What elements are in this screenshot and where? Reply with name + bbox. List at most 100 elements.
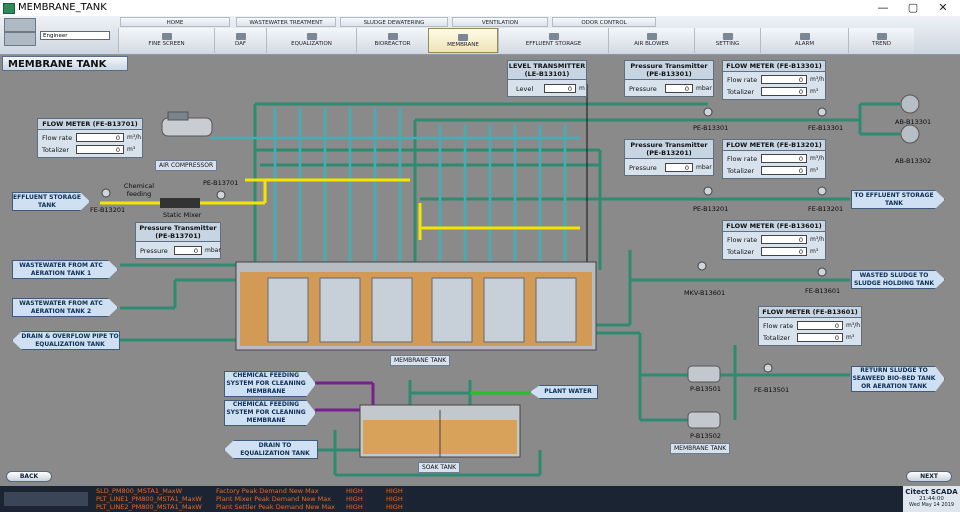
pt13201-unit: mbar	[696, 164, 712, 171]
label-fe13201: FE-B13201	[808, 205, 844, 213]
nav-equalization-label: EQUALIZATION	[291, 41, 332, 47]
pt13701-title: Pressure Transmitter(PE-B13701)	[136, 223, 220, 242]
nav-equalization[interactable]: EQUALIZATION	[266, 28, 356, 53]
minimize-button[interactable]: —	[877, 1, 889, 14]
flow-meter-fe13601b-panel: FLOW METER (FE-B13601) Flow rate 0 m³/h …	[758, 306, 862, 346]
alarm-toolbar-icons[interactable]	[4, 492, 88, 506]
green-pipes	[120, 102, 900, 477]
level-tx-unit: m	[579, 85, 585, 92]
nav-trend[interactable]: TREND	[848, 28, 914, 53]
nav-home[interactable]: HOME	[120, 17, 230, 27]
nav-alarm[interactable]: ALARM	[760, 28, 848, 53]
fm13601b-tot-unit: m³	[846, 334, 855, 341]
arrow-drain-to-equalization[interactable]: DRAIN TO EQUALIZATION TANK	[224, 440, 318, 459]
label-p13501: P-B13501	[690, 385, 722, 393]
cyan-pipes	[210, 108, 580, 270]
level-tx-label: Level	[516, 85, 534, 93]
nav-fine-screen[interactable]: FINE SCREEN	[118, 28, 214, 53]
alarm-1-state: HIGH	[386, 487, 403, 495]
back-button[interactable]: BACK	[6, 471, 52, 482]
pt13701-unit: mbar	[205, 247, 221, 254]
fm13601-title: FLOW METER (FE-B13601)	[723, 221, 825, 232]
arrow-chemical-feeding-2[interactable]: CHEMICAL FEEDING SYSTEM FOR CLEANING MEM…	[224, 400, 316, 426]
instrument-icons	[101, 107, 827, 373]
level-tx-value: 0	[544, 84, 576, 93]
fm13701-tot-unit: m³	[127, 146, 136, 153]
nav-wastewater-treatment[interactable]: WASTEWATER TREATMENT	[236, 17, 336, 27]
nav-ventilation[interactable]: VENTILATION	[452, 17, 548, 27]
static-mixer	[160, 198, 200, 208]
fm13301-title: FLOW METER (FE-B13301)	[723, 61, 825, 72]
arrow-drain-overflow[interactable]: DRAIN & OVERFLOW PIPE TO EQUALIZATION TA…	[12, 331, 120, 350]
arrow-to-effluent-storage[interactable]: TO EFFLUENT STORAGE TANK	[851, 190, 945, 209]
close-button[interactable]: ✕	[938, 1, 948, 14]
bioreactor-icon	[387, 33, 398, 40]
fm13601-tot-label: Totalizer	[727, 248, 755, 256]
level-tx-title-text: LEVEL TRANSMITTER	[508, 62, 586, 70]
alarm-1-tag: SLD_PM800_MSTA1_MaxW	[96, 487, 183, 495]
user-field[interactable]: Engineer	[40, 31, 110, 40]
pump-p13502-icon	[687, 411, 721, 429]
alarm-row-1[interactable]: SLD_PM800_MSTA1_MaxW Factory Peak Demand …	[96, 487, 403, 495]
pressure-transmitter-pe13301-panel: Pressure Transmitter(PE-B13301) Pressure…	[624, 60, 714, 97]
fm13301-tot-value: 0	[761, 87, 807, 96]
nav-air-blower-label: AIR BLOWER	[634, 41, 669, 47]
fm13301-tot-label: Totalizer	[727, 88, 755, 96]
fm13601b-tot-value: 0	[797, 333, 843, 342]
alarm-3-tag: PLT_LINE2_PM800_MSTA1_MaxW	[96, 503, 202, 511]
nav-membrane-label: MEMBRANE	[447, 42, 479, 48]
label-chemical-feeding: Chemical feeding	[123, 182, 155, 198]
fm13701-flow-label: Flow rate	[42, 134, 73, 142]
brand-logo: Citect SCADA	[905, 488, 958, 496]
fm13601b-flow-label: Flow rate	[763, 322, 794, 330]
arrow-chemical-feeding-1[interactable]: CHEMICAL FEEDING SYSTEM FOR CLEANING MEM…	[224, 371, 316, 397]
pt13301-value: 0	[665, 84, 693, 93]
air-compressor-label: AIR COMPRESSOR	[155, 160, 218, 171]
nav-membrane[interactable]: MEMBRANE	[428, 28, 498, 53]
setting-icon	[722, 33, 733, 40]
label-fe13201b: FE-B13201	[90, 206, 126, 214]
fm13601b-flow-value: 0	[797, 321, 843, 330]
arrow-wastewater-tank1[interactable]: WASTEWATER FROM ATC AERATION TANK 1	[12, 260, 118, 279]
maximize-button[interactable]: ▢	[907, 1, 919, 14]
nav-setting[interactable]: SETTING	[694, 28, 760, 53]
pt13701-label: Pressure	[140, 247, 168, 255]
fm13601-flow-label: Flow rate	[727, 236, 758, 244]
nav-effluent-storage[interactable]: EFFLUENT STORAGE	[498, 28, 608, 53]
settings-icon[interactable]	[4, 32, 36, 46]
fm13301-flow-value: 0	[761, 75, 807, 84]
nav-daf[interactable]: DAF	[214, 28, 266, 53]
nav-bioreactor[interactable]: BIOREACTOR	[356, 28, 428, 53]
air-compressor-motor	[167, 111, 189, 121]
app-icon	[3, 3, 15, 14]
flow-meter-fe13601-panel: FLOW METER (FE-B13601) Flow rate 0 m³/h …	[722, 220, 826, 260]
nav-air-blower[interactable]: AIR BLOWER	[608, 28, 694, 53]
window-title: MEMBRANE_TANK	[18, 2, 107, 13]
arrow-effluent-storage-tank[interactable]: EFFLUENT STORAGE TANK	[12, 192, 90, 211]
pressure-transmitter-pe13701-panel: Pressure Transmitter(PE-B13701) Pressure…	[135, 222, 221, 259]
alarm-1-desc: Factory Peak Demand New Max	[216, 487, 319, 495]
arrow-plant-water[interactable]: PLANT WATER	[530, 385, 598, 399]
fm13201-tot-label: Totalizer	[727, 167, 755, 175]
toolbar-icons[interactable]	[4, 18, 36, 32]
pt13201-value: 0	[665, 163, 693, 172]
arrow-return-sludge[interactable]: RETURN SLUDGE TO SEAWEED BIO-BED TANK OR…	[851, 366, 945, 392]
membrane-modules	[267, 277, 577, 343]
label-pe13201: PE-B13201	[693, 205, 729, 213]
next-button[interactable]: NEXT	[906, 471, 952, 482]
level-transmitter-panel: LEVEL TRANSMITTER(LE-B13101) Level 0 m	[507, 60, 587, 97]
fm13201-tot-unit: m³	[810, 167, 819, 174]
arrow-wasted-sludge[interactable]: WASTED SLUDGE TO SLUDGE HOLDING TANK	[851, 270, 945, 289]
trend-icon	[876, 33, 887, 40]
nav-sludge-dewatering[interactable]: SLUDGE DEWATERING	[340, 17, 448, 27]
arrow-wastewater-tank2[interactable]: WASTEWATER FROM ATC AERATION TANK 2	[12, 298, 118, 317]
fm13601-tot-unit: m³	[810, 248, 819, 255]
label-p13502: P-B13502	[690, 432, 722, 440]
label-membrane-tank: MEMBRANE TANK	[390, 355, 451, 366]
nav-effluent-storage-label: EFFLUENT STORAGE	[525, 41, 582, 47]
nav-odor-control[interactable]: ODOR CONTROL	[552, 17, 656, 27]
membrane-icon	[458, 34, 468, 41]
